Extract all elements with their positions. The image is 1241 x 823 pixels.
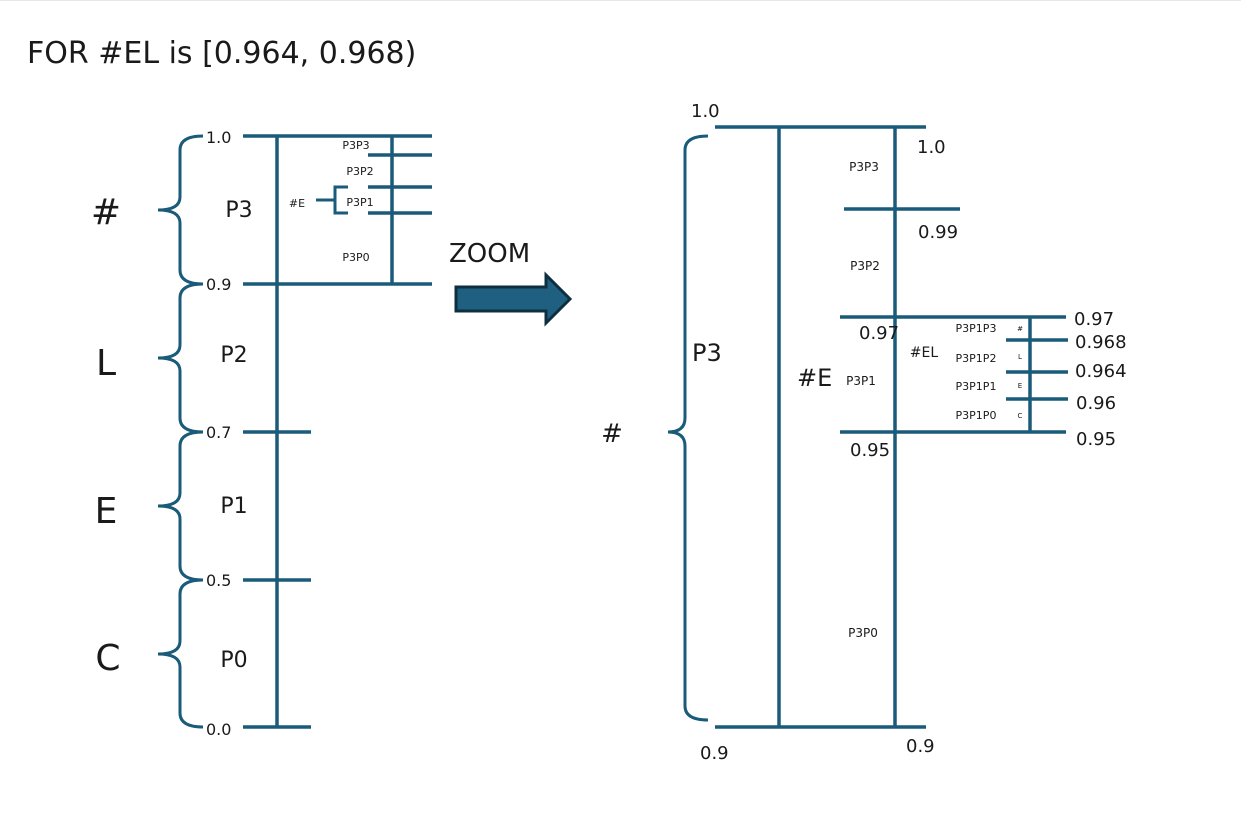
right-symbol-hash: # bbox=[601, 419, 623, 449]
left-tick-label-07: 0.7 bbox=[206, 423, 231, 442]
right-diagram bbox=[667, 125, 1068, 729]
right-part-p3: P3 bbox=[692, 339, 722, 367]
left-labels: # L E C P3 P2 P1 P0 1.0 0.9 0.7 0.5 0.0 … bbox=[91, 128, 374, 739]
left-brace-e bbox=[157, 430, 204, 582]
left-subpart-p3p0: P3P0 bbox=[342, 251, 369, 264]
right-sub-tick-label-1: 1.0 bbox=[917, 137, 946, 158]
left-symbol-c: C bbox=[95, 638, 120, 679]
left-symbol-hash: # bbox=[91, 192, 121, 233]
left-brace-hash bbox=[157, 134, 204, 286]
right-el-label: #EL bbox=[910, 345, 939, 361]
top-border bbox=[0, 0, 1241, 1]
left-tick-label-09: 0.9 bbox=[206, 275, 231, 294]
right-outer-top-label: 1.0 bbox=[691, 101, 720, 122]
left-symbol-e: E bbox=[95, 491, 118, 532]
zoom-arrow-icon bbox=[454, 271, 573, 327]
right-subsub-tick-label-096: 0.96 bbox=[1076, 393, 1116, 414]
right-subpart-p3p3: P3P3 bbox=[849, 160, 879, 174]
right-outer-bottom-label: 0.9 bbox=[700, 743, 729, 764]
right-subsub-symbol-hash: # bbox=[1017, 325, 1023, 333]
left-brace-l bbox=[157, 282, 204, 434]
left-part-p3: P3 bbox=[225, 198, 252, 223]
right-subsubpart-p3p1p3: P3P1P3 bbox=[956, 322, 997, 335]
left-brace-c bbox=[157, 578, 204, 729]
right-subsubpart-p3p1p1: P3P1P1 bbox=[956, 380, 997, 393]
left-tick-label-1: 1.0 bbox=[206, 128, 231, 147]
right-subsub-tick-label-095: 0.95 bbox=[1076, 429, 1116, 450]
right-inner-bottom-label: 0.9 bbox=[906, 736, 935, 757]
right-subpart-p3p2: P3P2 bbox=[850, 259, 880, 273]
left-tick-label-05: 0.5 bbox=[206, 571, 231, 590]
right-subsub-tick-label-0968: 0.968 bbox=[1075, 332, 1127, 353]
right-subsubpart-p3p1p0: P3P1P0 bbox=[956, 409, 997, 422]
left-symbol-l: L bbox=[96, 343, 116, 384]
right-subsub-symbol-c: C bbox=[1018, 412, 1023, 420]
zoom-label: ZOOM bbox=[449, 239, 530, 269]
right-sub-tick-label-097: 0.97 bbox=[859, 323, 899, 344]
diagram-title: FOR #EL is [0.964, 0.968) bbox=[27, 36, 416, 71]
left-hashe-bracket bbox=[316, 185, 348, 215]
right-subsub-tick-label-097: 0.97 bbox=[1074, 309, 1114, 330]
right-sub-symbol-hashe: #E bbox=[797, 364, 832, 392]
left-bracket-label-hashe: #E bbox=[289, 197, 305, 210]
right-brace-hash bbox=[667, 134, 709, 722]
right-subsub-symbol-e: E bbox=[1018, 382, 1022, 390]
right-subsubpart-p3p1p2: P3P1P2 bbox=[956, 352, 997, 365]
right-subsub-symbol-l: L bbox=[1018, 353, 1022, 361]
left-subpart-p3p1: P3P1 bbox=[346, 196, 373, 209]
left-part-p2: P2 bbox=[220, 343, 247, 368]
left-part-p1: P1 bbox=[220, 494, 247, 519]
right-subpart-p3p1: P3P1 bbox=[846, 374, 876, 388]
left-part-p0: P0 bbox=[220, 648, 247, 673]
right-sub-tick-label-099: 0.99 bbox=[918, 222, 958, 243]
right-subpart-p3p0: P3P0 bbox=[848, 626, 878, 640]
right-labels: 1.0 0.9 0.9 # P3 #E P3P3 P3P2 P3P1 P3P0 … bbox=[601, 101, 1126, 764]
right-sub-tick-label-095: 0.95 bbox=[850, 440, 890, 461]
left-diagram bbox=[157, 134, 432, 729]
left-subpart-p3p3: P3P3 bbox=[342, 139, 369, 152]
left-subpart-p3p2: P3P2 bbox=[346, 165, 373, 178]
right-subsub-tick-label-0964: 0.964 bbox=[1075, 361, 1127, 382]
left-tick-label-0: 0.0 bbox=[206, 720, 231, 739]
